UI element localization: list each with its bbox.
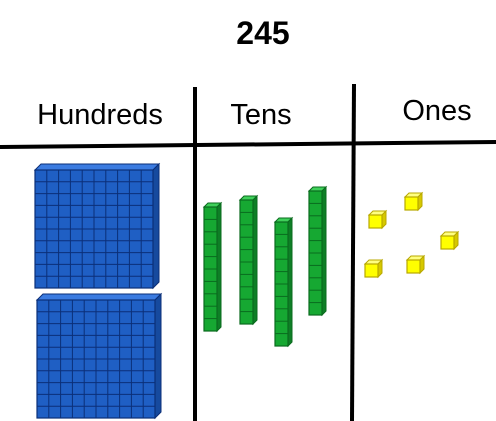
one-cube — [407, 256, 424, 273]
header-tens: Tens — [230, 99, 291, 131]
one-cube — [369, 211, 386, 228]
one-cube — [365, 260, 382, 277]
ten-rod — [240, 196, 257, 324]
ten-rod — [204, 203, 221, 331]
ten-rod — [275, 218, 292, 346]
ones-cubes — [365, 193, 458, 277]
hundred-flat — [37, 294, 161, 418]
ten-rod — [309, 187, 326, 315]
hundred-flat — [35, 164, 159, 288]
one-cube — [405, 193, 422, 210]
header-hundreds: Hundreds — [37, 99, 163, 131]
header-ones: Ones — [402, 95, 471, 127]
hundreds-blocks — [35, 164, 161, 418]
number-title: 245 — [236, 15, 289, 51]
tens-rods — [204, 187, 326, 346]
column-divider-right — [352, 84, 354, 421]
one-cube — [441, 232, 458, 249]
header-divider-line — [0, 142, 496, 147]
